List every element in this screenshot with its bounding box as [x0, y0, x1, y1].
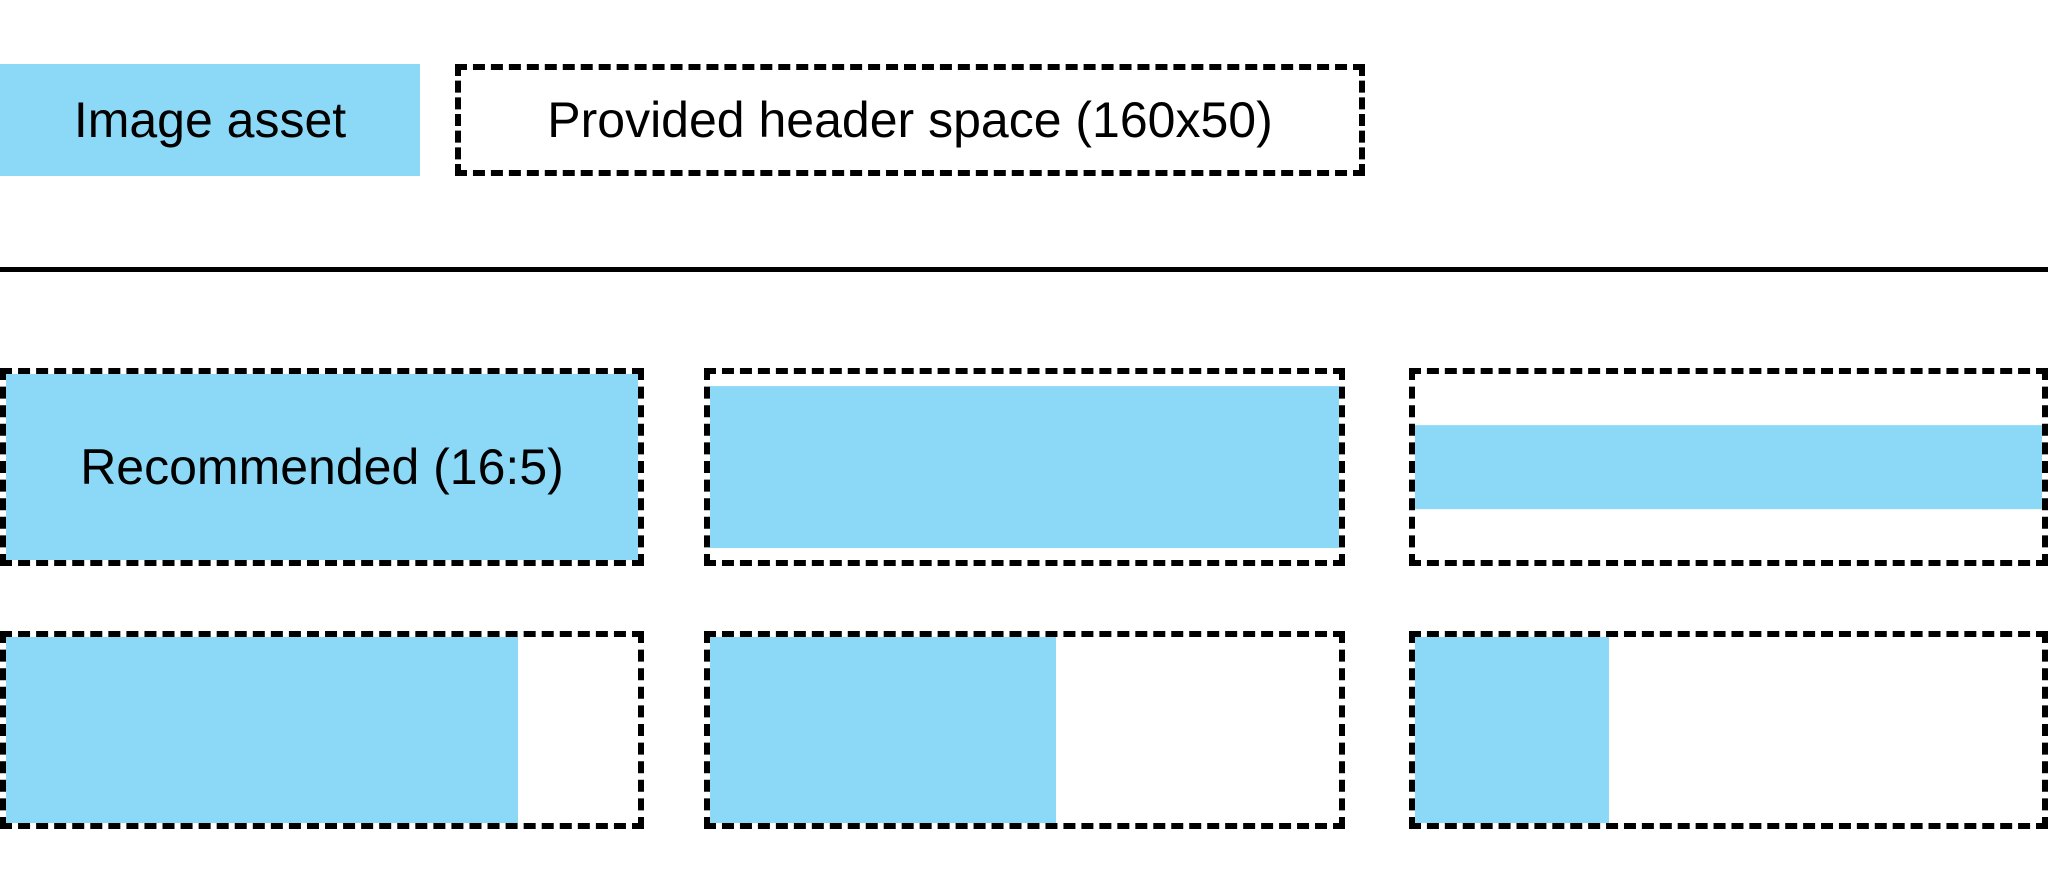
header-space-area: [1415, 374, 2042, 560]
image-asset-fill: Recommended (16:5): [6, 374, 638, 560]
example-box-extra-wide-letterbox: [1409, 368, 2048, 566]
image-asset-fill: [710, 637, 1056, 823]
image-asset-fill: [6, 637, 518, 823]
header-space-area: [710, 374, 1339, 560]
image-asset-fill: [1415, 425, 2042, 509]
example-box-pillarbox-small: [1409, 631, 2048, 829]
example-box-pillarbox-medium: [704, 631, 1345, 829]
legend-header-space-box: Provided header space (160x50): [455, 64, 1365, 176]
example-box-wide-letterbox: [704, 368, 1345, 566]
recommended-label: Recommended (16:5): [80, 439, 564, 495]
header-space-area: [6, 637, 638, 823]
legend-header-space-label: Provided header space (160x50): [547, 92, 1273, 148]
image-asset-fill: [710, 386, 1339, 548]
legend-image-asset-label: Image asset: [73, 92, 347, 148]
image-asset-fill: [1415, 637, 1610, 823]
header-space-area: Recommended (16:5): [6, 374, 638, 560]
example-box-recommended: Recommended (16:5): [0, 368, 644, 566]
header-space-area: [710, 637, 1339, 823]
divider-line: [0, 267, 2048, 272]
header-space-area: [1415, 637, 2042, 823]
example-box-pillarbox-large: [0, 631, 644, 829]
legend-image-asset-swatch: Image asset: [0, 64, 420, 176]
